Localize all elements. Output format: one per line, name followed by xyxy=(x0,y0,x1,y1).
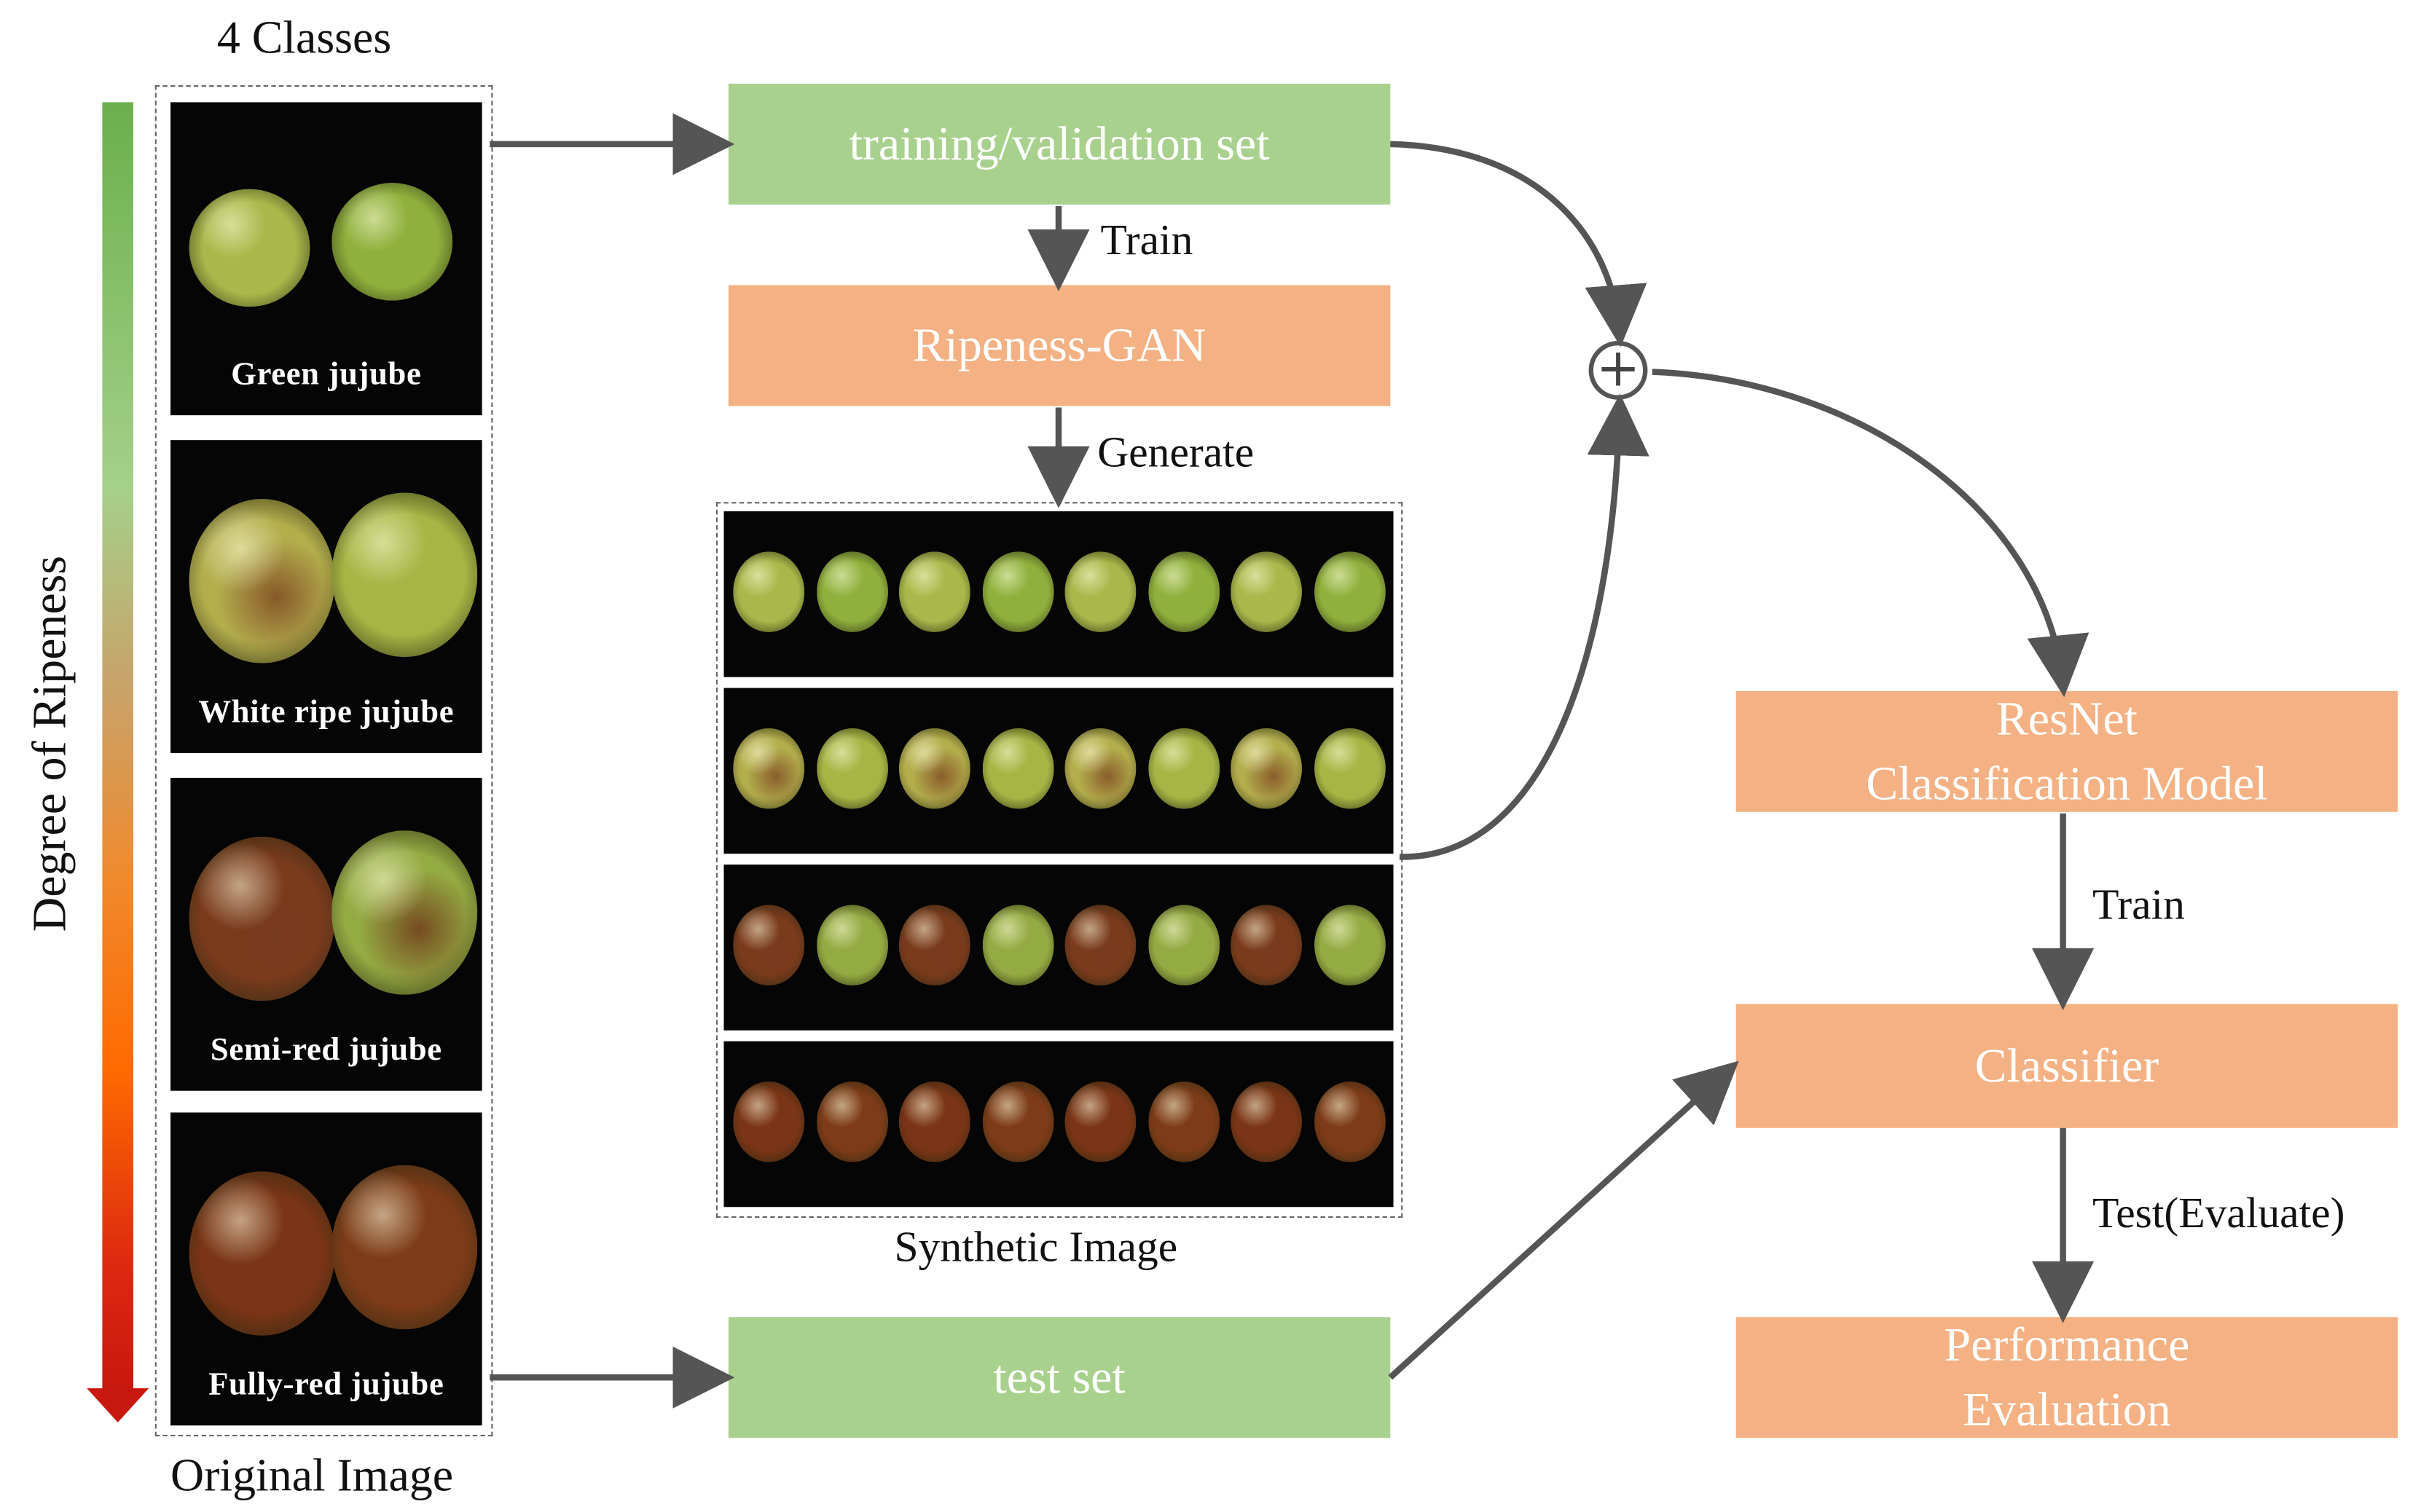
performance-line-2: Evaluation xyxy=(1963,1382,2171,1437)
jujube-fruit xyxy=(816,1081,887,1162)
resnet-line-2: Classification Model xyxy=(1866,756,2268,811)
jujube-fruit xyxy=(816,905,887,986)
class-caption: Semi-red jujube xyxy=(210,1030,442,1068)
jujube-fruit xyxy=(816,728,887,809)
ripeness-gan-box: Ripeness-GAN xyxy=(728,285,1391,406)
green-jujube-photo: Green jujube xyxy=(170,102,482,416)
jujube-fruit xyxy=(981,551,1053,632)
performance-line-1: Performance xyxy=(1944,1316,2190,1371)
jujube-fruit xyxy=(733,905,805,986)
jujube-fruit xyxy=(733,1081,805,1162)
synthetic-strip-semi xyxy=(723,865,1394,1031)
performance-evaluation-box: Performance Evaluation xyxy=(1735,1317,2398,1438)
synthetic-image-caption: Synthetic Image xyxy=(894,1224,1178,1272)
semi-red-jujube-photo: Semi-red jujube xyxy=(170,777,482,1091)
arrow-test-to-classifier xyxy=(1388,1060,1739,1380)
jujube-fruit xyxy=(1064,551,1137,632)
training-validation-set-box: training/validation set xyxy=(728,83,1391,205)
jujube-fruit xyxy=(331,492,478,658)
jujube-fruit xyxy=(898,1081,970,1162)
original-image-frame xyxy=(154,85,493,1437)
jujube-fruit xyxy=(1313,1081,1385,1162)
jujube-fruit xyxy=(733,551,805,632)
jujube-fruit xyxy=(1231,905,1303,986)
test-set-box: test set xyxy=(728,1317,1391,1438)
jujube-fruit xyxy=(816,551,887,632)
jujube-fruit xyxy=(189,189,310,307)
jujube-fruit xyxy=(1313,905,1385,986)
original-image-caption: Original Image xyxy=(170,1450,454,1502)
jujube-fruit xyxy=(1231,728,1303,809)
fully-red-jujube-photo: Fully-red jujube xyxy=(170,1112,482,1426)
jujube-fruit xyxy=(1147,905,1220,986)
jujube-fruit xyxy=(1313,728,1385,809)
class-caption: Fully-red jujube xyxy=(208,1365,444,1403)
arrow-synthetic-to-combine xyxy=(1399,393,1649,860)
jujube-fruit xyxy=(1064,905,1137,986)
classifier-box: Classifier xyxy=(1735,1004,2398,1128)
jujube-fruit xyxy=(898,551,970,632)
jujube-fruit xyxy=(331,830,478,995)
jujube-fruit xyxy=(981,1081,1053,1162)
jujube-fruit xyxy=(1147,1081,1220,1162)
jujube-fruit xyxy=(1064,1081,1137,1162)
jujube-fruit xyxy=(189,499,335,664)
generate-label: Generate xyxy=(1097,429,1255,478)
jujube-fruit xyxy=(1147,551,1220,632)
jujube-fruit xyxy=(1231,551,1303,632)
combine-icon: + xyxy=(1588,341,1648,400)
test-set-label: test set xyxy=(993,1349,1126,1404)
white-ripe-jujube-photo: White ripe jujube xyxy=(170,440,482,753)
jujube-fruit xyxy=(331,183,453,301)
jujube-fruit xyxy=(331,1165,478,1330)
jujube-fruit xyxy=(1064,728,1137,809)
classifier-label: Classifier xyxy=(1974,1038,2159,1092)
jujube-fruit xyxy=(898,905,970,986)
jujube-fruit xyxy=(1313,551,1385,632)
synthetic-strip-white xyxy=(723,688,1394,854)
ripeness-gradient-bar xyxy=(102,102,133,1392)
arrow-combine-to-resnet xyxy=(1652,369,2090,698)
arrow-trainval-to-combine xyxy=(1390,141,1647,347)
jujube-fruit xyxy=(189,1171,335,1336)
jujube-fruit xyxy=(981,728,1053,809)
jujube-fruit xyxy=(898,728,970,809)
jujube-fruit xyxy=(189,836,335,1001)
classes-header: 4 Classes xyxy=(216,12,392,64)
ripeness-gan-label: Ripeness-GAN xyxy=(912,317,1206,372)
ripeness-arrow-head xyxy=(87,1388,149,1422)
synthetic-strip-red xyxy=(723,1041,1394,1208)
resnet-line-1: ResNet xyxy=(1996,690,2138,745)
synthetic-strip-green xyxy=(723,511,1394,677)
class-caption: Green jujube xyxy=(231,355,422,393)
train-label: Train xyxy=(1100,216,1193,265)
jujube-fruit xyxy=(1231,1081,1303,1162)
class-caption: White ripe jujube xyxy=(198,692,455,731)
jujube-fruit xyxy=(1147,728,1220,809)
resnet-model-box: ResNet Classification Model xyxy=(1735,690,2398,812)
resnet-train-label: Train xyxy=(2092,881,2185,930)
jujube-fruit xyxy=(981,905,1053,986)
jujube-fruit xyxy=(733,728,805,809)
training-validation-set-label: training/validation set xyxy=(849,116,1270,170)
test-evaluate-label: Test(Evaluate) xyxy=(2092,1189,2345,1238)
